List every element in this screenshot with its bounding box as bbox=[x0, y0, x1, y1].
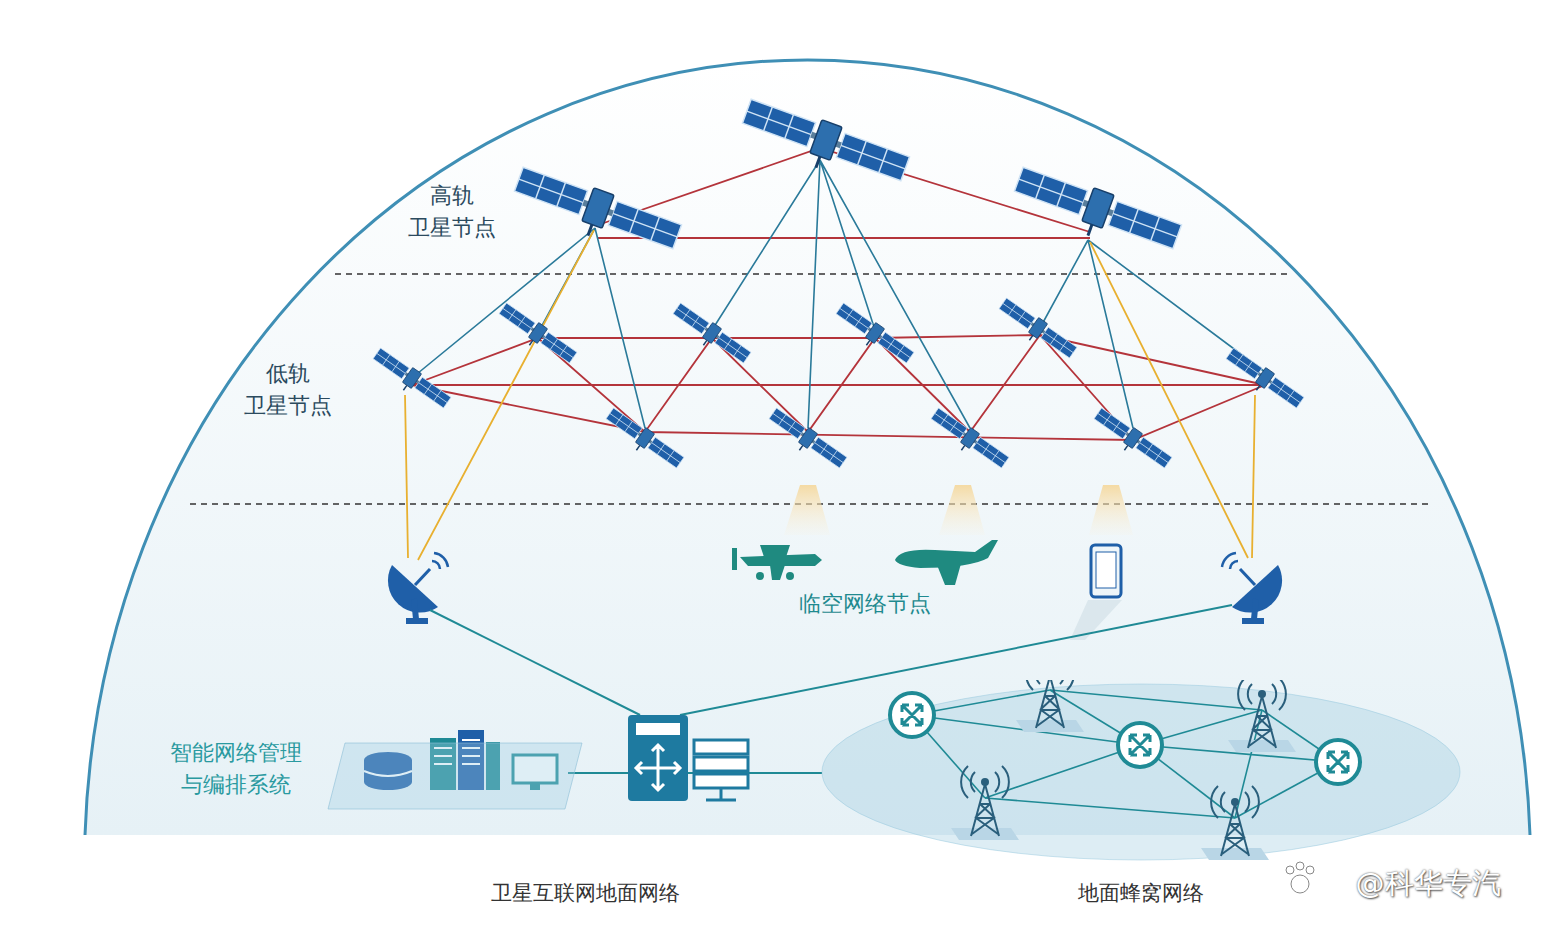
node-shape bbox=[820, 680, 1462, 912]
label-text: 低轨 卫星节点 bbox=[228, 358, 348, 422]
label-text: 高轨 卫星节点 bbox=[392, 180, 512, 244]
label-text: @科华专汽 bbox=[1318, 862, 1538, 904]
node-text: 地面蜂窝网络 bbox=[820, 878, 1462, 908]
node-text: 智能网络管理 与编排系统 bbox=[156, 737, 316, 801]
label-text: 临空网络节点 bbox=[760, 588, 970, 620]
cellular-network-region: 地面蜂窝网络 bbox=[820, 680, 1462, 912]
label-text: 卫星互联网地面网络 bbox=[450, 878, 720, 908]
cellular-network-graphics bbox=[890, 680, 1360, 860]
management-panel: 智能网络管理 与编排系统 bbox=[150, 735, 585, 815]
